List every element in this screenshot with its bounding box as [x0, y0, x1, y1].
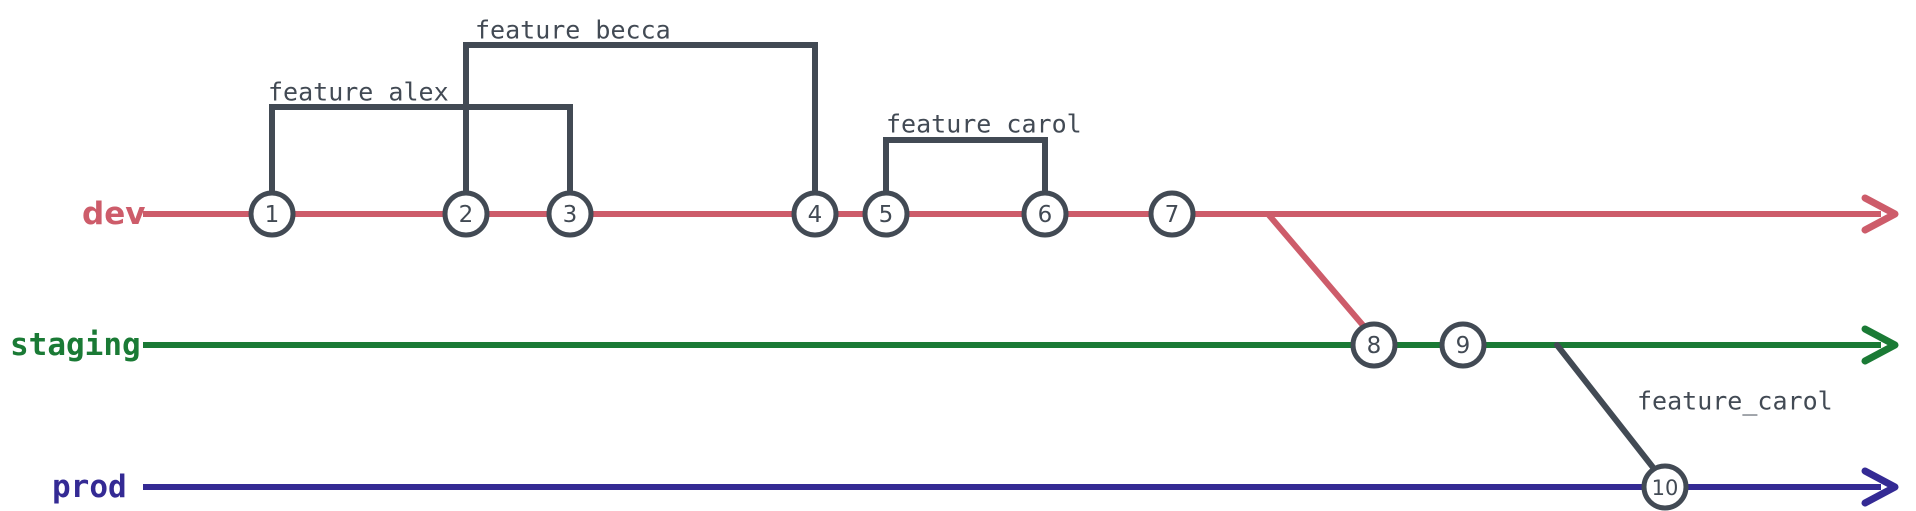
branch-arrowhead-staging	[1861, 325, 1899, 365]
feature-bracket-feature_alex	[269, 104, 573, 196]
commit-number-6: 6	[1037, 202, 1053, 228]
commit-node-4[interactable]	[791, 190, 839, 238]
commit-node-8[interactable]	[1350, 321, 1398, 369]
merge-label-staging-to-prod-branch: feature_carol	[1637, 386, 1833, 416]
commit-number-10: 10	[1651, 476, 1679, 500]
feature-bracket-feature_carol	[883, 137, 1048, 196]
commit-number-4: 4	[807, 202, 823, 228]
commit-node-2[interactable]	[442, 190, 490, 238]
commit-node-5[interactable]	[862, 190, 910, 238]
dev-to-staging-merge	[1265, 211, 1370, 333]
branch-label-prod: prod	[52, 469, 127, 505]
commit-node-9[interactable]	[1439, 321, 1487, 369]
commit-number-9: 9	[1455, 333, 1471, 359]
commit-number-1: 1	[264, 202, 280, 228]
commit-number-7: 7	[1164, 202, 1180, 228]
commit-node-7[interactable]	[1148, 190, 1196, 238]
commit-node-3[interactable]	[546, 190, 594, 238]
commit-number-2: 2	[458, 202, 474, 228]
feature-bracket-feature_becca	[463, 42, 818, 196]
branch-arrowhead-dev	[1861, 194, 1899, 234]
commit-number-5: 5	[878, 202, 894, 228]
feature-label-feature_alex: feature_alex	[268, 77, 449, 107]
commit-node-6[interactable]	[1021, 190, 1069, 238]
commit-number-8: 8	[1366, 333, 1382, 359]
branch-arrowhead-prod	[1861, 467, 1899, 507]
feature-label-feature_becca: feature_becca	[475, 15, 671, 45]
branch-label-dev: dev	[82, 196, 146, 232]
feature-label-feature_carol: feature_carol	[886, 109, 1082, 139]
staging-to-prod-branch	[1554, 342, 1658, 473]
commit-number-3: 3	[562, 202, 578, 228]
commit-node-10[interactable]	[1641, 463, 1689, 511]
commit-node-1[interactable]	[248, 190, 296, 238]
branch-label-staging: staging	[10, 327, 141, 363]
